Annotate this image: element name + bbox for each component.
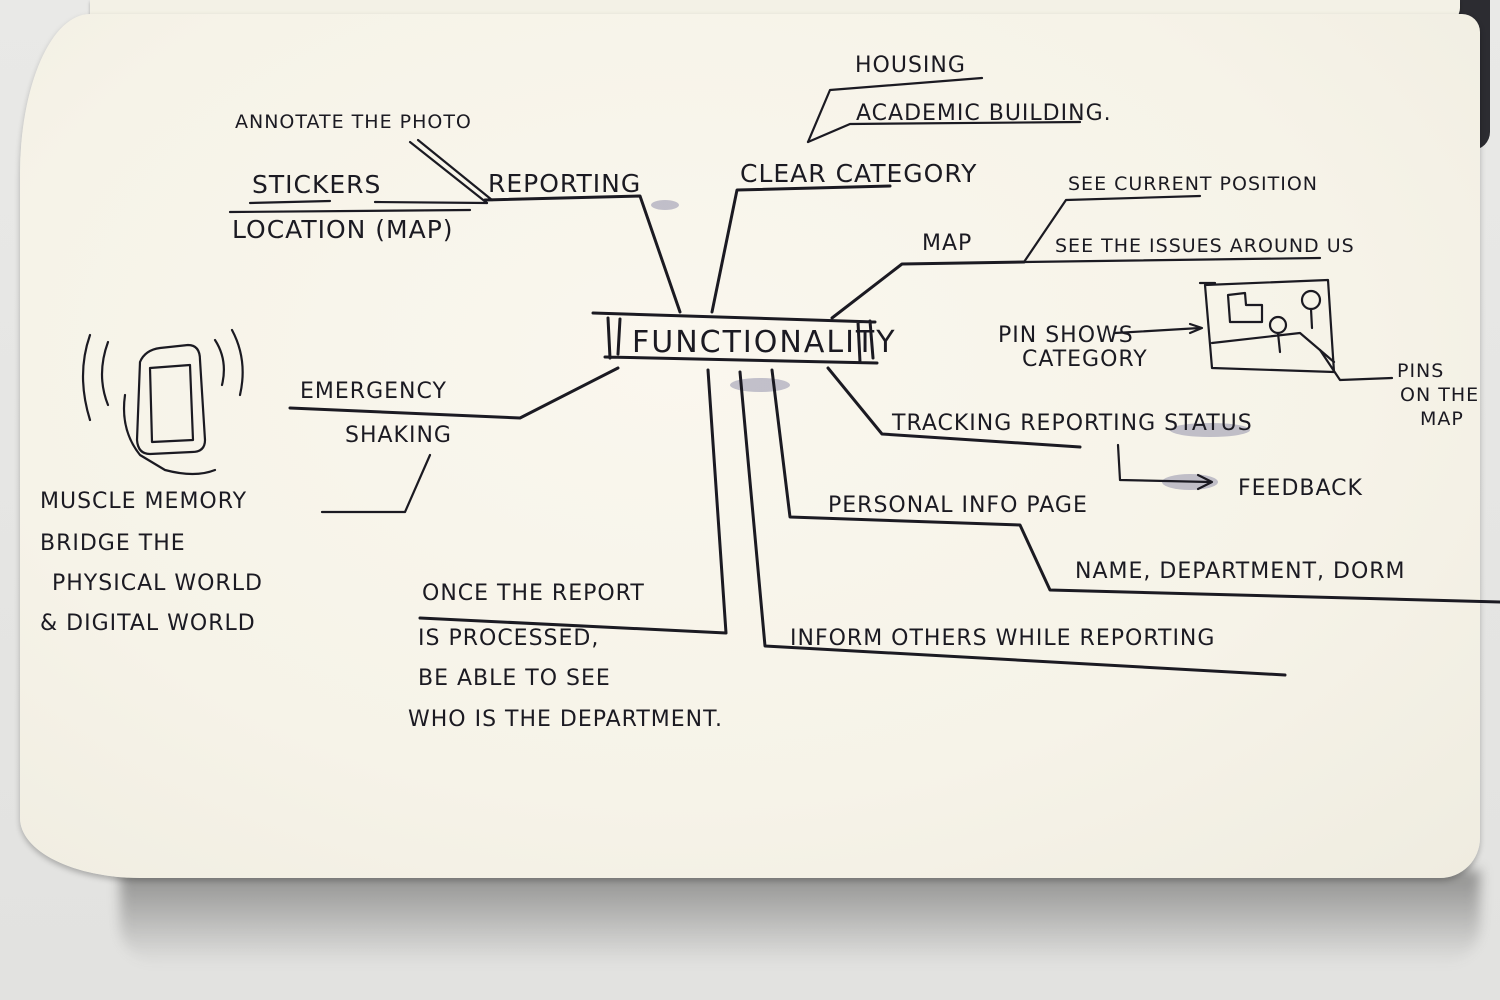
- connector-reporting: [483, 194, 682, 314]
- ink-smudge: [1170, 423, 1250, 437]
- connector-stickers: [373, 200, 489, 205]
- notebook-shadow: [120, 870, 1480, 965]
- connector-emergency-note: [320, 453, 432, 514]
- phone-outline: [135, 343, 207, 456]
- location-overline: [228, 208, 472, 214]
- connector-map: [830, 260, 1026, 320]
- phone-screen: [148, 363, 195, 444]
- tracking-feedback: FEEDBACK: [1238, 476, 1363, 501]
- map-pin-stem: [1309, 307, 1314, 330]
- vibration-mark-right: [213, 338, 225, 387]
- map-see-issues: SEE THE ISSUES AROUND US: [1055, 235, 1355, 257]
- connector-map-position: [1022, 194, 1202, 264]
- connector-tracking: [826, 366, 1082, 449]
- map-building-icon: [1226, 291, 1264, 324]
- vibration-mark-left: [100, 340, 110, 407]
- connector-annotate: [408, 138, 494, 205]
- map-pin-icon: [1268, 315, 1288, 335]
- emergency-note1: MUSCLE MEMORY: [40, 489, 247, 514]
- map-pin-shows-line1: PIN SHOWS: [998, 323, 1134, 348]
- once-line2: IS PROCESSED,: [418, 626, 599, 651]
- emergency-line2: SHAKING: [345, 423, 452, 448]
- map-screen-frame: [1198, 278, 1336, 374]
- connector-personal: [770, 368, 1500, 604]
- once-line1: ONCE THE REPORT: [422, 581, 645, 606]
- connector-housing: [806, 76, 984, 144]
- reporting-stickers: STICKERS: [252, 170, 381, 199]
- reporting-location: LOCATION (MAP): [232, 215, 454, 244]
- connector-inform: [738, 370, 1287, 677]
- branch-personal: PERSONAL INFO PAGE NAME, DEPARTMENT, DOR…: [770, 368, 1500, 604]
- map-label: MAP: [922, 231, 972, 256]
- connector-once-report: [418, 368, 728, 635]
- center-node: FUNCTIONALITY: [591, 311, 897, 365]
- connector-map-issues: [1022, 256, 1322, 264]
- arrow-head-icon: [1196, 473, 1214, 491]
- branch-inform: INFORM OTHERS WHILE REPORTING: [738, 370, 1287, 677]
- arrow-head-icon: [1188, 322, 1204, 335]
- category-academic: ACADEMIC BUILDING.: [856, 101, 1112, 126]
- branch-emergency: EMERGENCY SHAKING MUSCLE MEMORY BRIDGE T…: [40, 328, 620, 636]
- emergency-note3: PHYSICAL WORLD: [52, 571, 263, 596]
- connector-category: [710, 184, 892, 314]
- once-line3: BE ABLE TO SEE: [418, 666, 611, 691]
- branch-reporting: REPORTING ANNOTATE THE PHOTO STICKERS LO…: [228, 111, 682, 314]
- inform-label: INFORM OTHERS WHILE REPORTING: [790, 626, 1215, 651]
- category-housing: HOUSING: [855, 53, 966, 78]
- connector-feedback: [1116, 443, 1212, 484]
- ink-smudge: [730, 378, 790, 392]
- emergency-note2: BRIDGE THE: [40, 531, 186, 556]
- center-node-box: [591, 311, 879, 365]
- vibration-mark-left: [81, 333, 92, 422]
- map-pins-line2: ON THE: [1400, 384, 1479, 406]
- personal-label: PERSONAL INFO PAGE: [828, 493, 1088, 518]
- stickers-underline: [248, 199, 332, 205]
- once-line4: WHO IS THE DEPARTMENT.: [408, 707, 723, 732]
- connector-pin-shows: [1113, 326, 1202, 335]
- connector-academic: [806, 120, 1082, 144]
- tracking-label: TRACKING REPORTING STATUS: [891, 411, 1253, 436]
- reporting-label: REPORTING: [488, 169, 641, 198]
- map-pins-line3: MAP: [1420, 408, 1464, 430]
- connector-pins: [1318, 348, 1394, 382]
- emergency-line1: EMERGENCY: [300, 379, 447, 404]
- branch-category: CLEAR CATEGORY HOUSING ACADEMIC BUILDING…: [710, 53, 1112, 314]
- map-screen-sketch: [1113, 278, 1394, 382]
- branch-map: MAP SEE CURRENT POSITION SEE THE ISSUES …: [830, 173, 1479, 430]
- ink-smudge: [651, 200, 679, 210]
- branch-tracking: TRACKING REPORTING STATUS FEEDBACK: [826, 366, 1363, 501]
- vibration-mark-right: [230, 328, 244, 397]
- notebook-page: [20, 14, 1480, 878]
- map-see-position: SEE CURRENT POSITION: [1068, 173, 1318, 195]
- branch-once-report: ONCE THE REPORT IS PROCESSED, BE ABLE TO…: [408, 368, 728, 732]
- category-label: CLEAR CATEGORY: [740, 159, 977, 188]
- shaking-phone-icon: [81, 328, 244, 476]
- center-node-label: FUNCTIONALITY: [632, 325, 897, 360]
- map-pin-shows-line2: CATEGORY: [1022, 347, 1148, 372]
- emergency-note4: & DIGITAL WORLD: [40, 611, 256, 636]
- hand-outline: [122, 393, 217, 476]
- reporting-annotate: ANNOTATE THE PHOTO: [235, 111, 472, 133]
- map-pins-line1: PINS: [1397, 360, 1444, 382]
- map-pin-icon: [1300, 289, 1322, 311]
- map-road: [1210, 331, 1336, 364]
- personal-detail: NAME, DEPARTMENT, DORM: [1075, 559, 1406, 584]
- connector-emergency: [288, 366, 620, 420]
- map-pin-stem: [1276, 331, 1282, 354]
